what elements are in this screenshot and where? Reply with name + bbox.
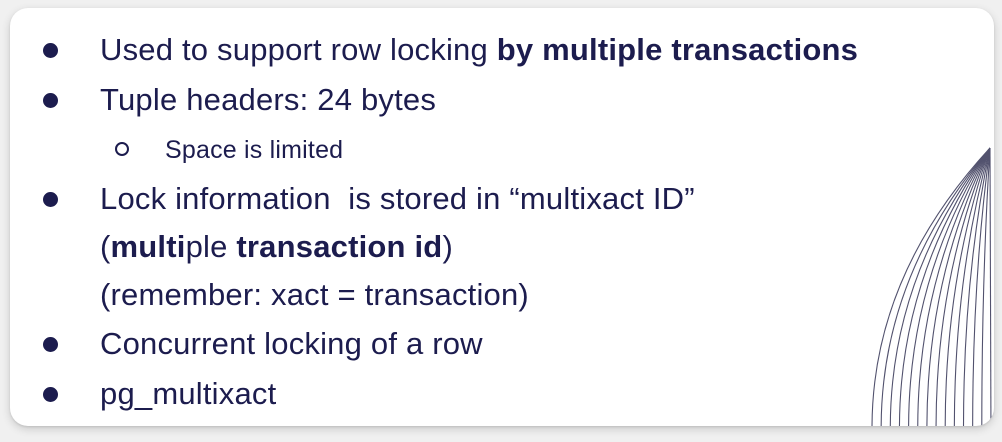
bullet-icon	[43, 42, 58, 58]
bullet-text-line: (multiple transaction id)	[100, 229, 453, 264]
bullet-item-row-locking: Used to support row locking by multiple …	[10, 25, 994, 75]
bullet-text: Concurrent locking of a row	[100, 326, 483, 361]
hollow-bullet-icon	[115, 142, 129, 156]
bullet-icon	[43, 191, 58, 207]
bullet-text: Used to support row locking by multiple …	[100, 32, 859, 67]
slide-content: Used to support row locking by multiple …	[10, 8, 994, 426]
bullet-icon	[43, 92, 58, 108]
bullet-text-line: Lock information is stored in “multixact…	[100, 181, 695, 216]
bullet-text-line: (remember: xact = transaction)	[100, 277, 529, 312]
bullet-item-lock-information: Lock information is stored in “multixact…	[10, 175, 994, 319]
bullet-item-concurrent-locking: Concurrent locking of a row	[10, 319, 994, 369]
bullet-item-pg-multixact: pg_multixact	[10, 369, 994, 419]
sub-bullet-item-space-limited: Space is limited	[10, 125, 994, 175]
bullet-icon	[43, 336, 58, 352]
slide-card: Used to support row locking by multiple …	[10, 8, 994, 426]
bullet-item-tuple-headers: Tuple headers: 24 bytes	[10, 75, 994, 125]
bullet-text: Tuple headers: 24 bytes	[100, 82, 437, 117]
bullet-text: pg_multixact	[100, 376, 277, 411]
sub-bullet-text: Space is limited	[165, 136, 344, 164]
bullet-icon	[43, 386, 58, 402]
